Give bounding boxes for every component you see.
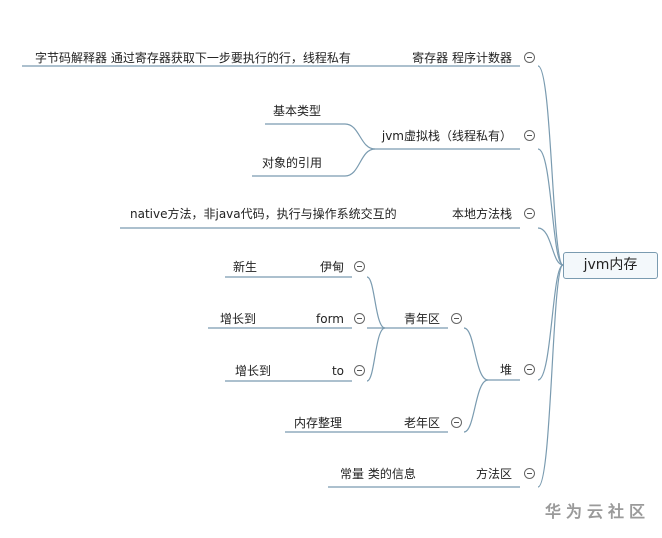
collapse-icon[interactable] <box>524 208 535 219</box>
collapse-icon[interactable] <box>524 52 535 63</box>
connector-root-registers <box>537 65 564 266</box>
node-eden[interactable]: 伊甸 <box>319 260 344 274</box>
node-from[interactable]: form <box>316 312 344 326</box>
collapse-icon[interactable] <box>354 261 365 272</box>
collapse-icon[interactable] <box>524 468 535 479</box>
node-heap[interactable]: 堆 <box>499 363 512 377</box>
connector-root-method-area <box>537 264 564 488</box>
connector-young-to <box>366 327 386 382</box>
collapse-icon[interactable] <box>451 417 462 428</box>
node-object-ref[interactable]: 对象的引用 <box>262 156 323 170</box>
collapse-icon[interactable] <box>524 364 535 375</box>
node-native-stack[interactable]: 本地方法栈 <box>451 207 512 221</box>
node-from-desc[interactable]: 增长到 <box>220 312 257 326</box>
collapse-icon[interactable] <box>451 313 462 324</box>
node-young-gen[interactable]: 青年区 <box>403 312 440 326</box>
collapse-icon[interactable] <box>524 130 535 141</box>
node-old-gen-desc[interactable]: 内存整理 <box>294 416 343 430</box>
node-basic-types[interactable]: 基本类型 <box>273 104 322 118</box>
watermark: 华为云社区 <box>544 502 650 521</box>
node-native-desc[interactable]: native方法，非java代码，执行与操作系统交互的 <box>130 207 397 221</box>
node-registers-desc[interactable]: 字节码解释器 通过寄存器获取下一步要执行的行，线程私有 <box>35 51 351 65</box>
connector-root-jvm-stack <box>537 148 564 266</box>
root-node[interactable]: jvm内存 <box>563 252 658 279</box>
connector-root-native-stack <box>537 227 564 266</box>
collapse-icon[interactable] <box>354 313 365 324</box>
connector-heap-young <box>463 327 489 381</box>
node-old-gen[interactable]: 老年区 <box>403 416 440 430</box>
node-to[interactable]: to <box>331 364 344 378</box>
connector-jvm-stack-basic <box>344 123 376 150</box>
node-method-area[interactable]: 方法区 <box>475 467 512 481</box>
node-registers[interactable]: 寄存器 程序计数器 <box>412 51 512 65</box>
node-eden-desc[interactable]: 新生 <box>233 260 258 274</box>
connector-jvm-stack-ref <box>344 148 376 177</box>
collapse-icon[interactable] <box>354 365 365 376</box>
connector-root-heap <box>537 264 564 381</box>
node-method-desc[interactable]: 常量 类的信息 <box>340 467 416 481</box>
node-jvm-stack[interactable]: jvm虚拟栈（线程私有） <box>381 129 512 143</box>
connector-young-eden <box>366 276 386 329</box>
node-to-desc[interactable]: 增长到 <box>235 364 272 378</box>
connector-heap-old <box>463 379 489 433</box>
